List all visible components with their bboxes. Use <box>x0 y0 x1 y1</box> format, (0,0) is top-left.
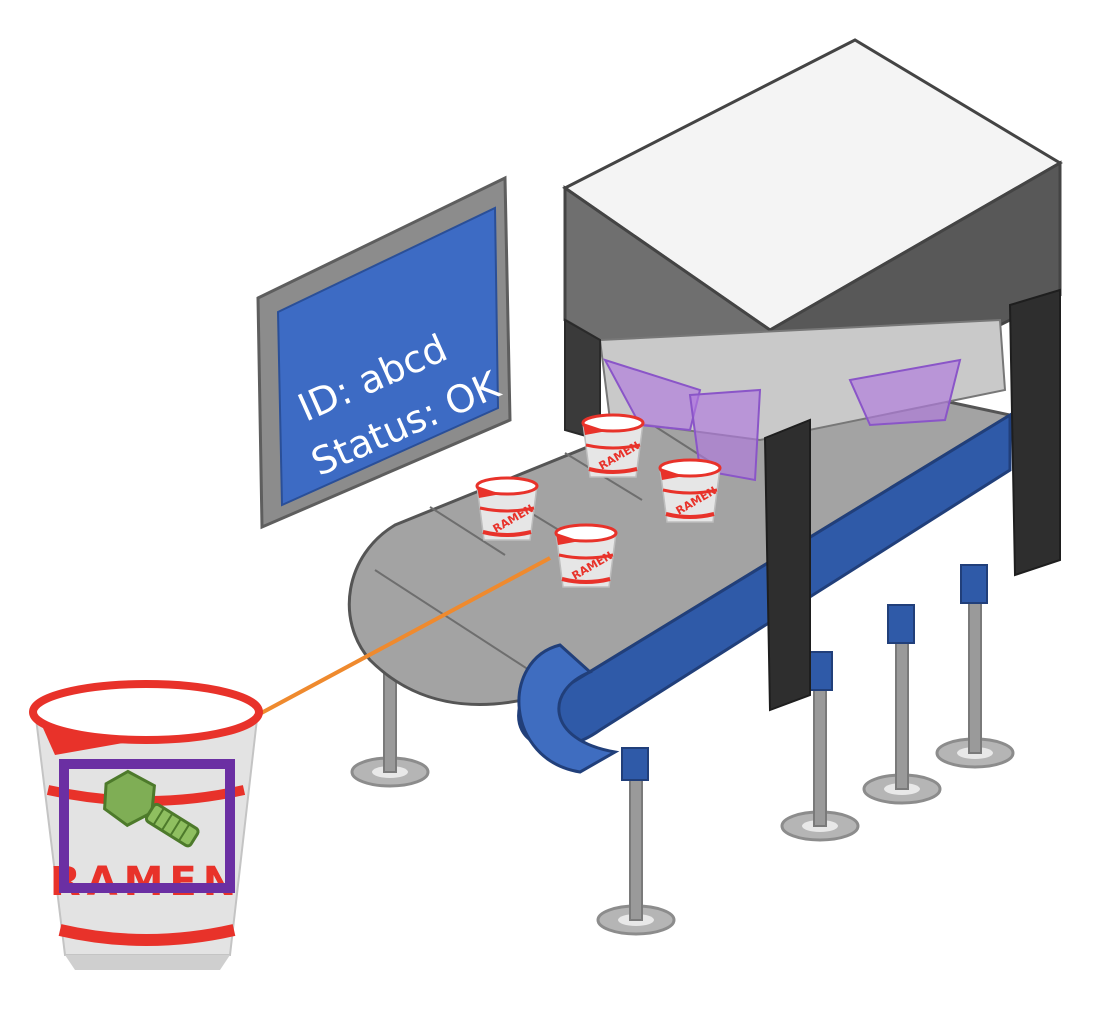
zoomed-cup: RAMEN <box>29 680 263 970</box>
callout-line <box>251 556 551 720</box>
ramen-cup-defective: RAMEN <box>554 523 618 589</box>
zoomed-cup-stripe-bottom <box>58 924 236 946</box>
display-screen <box>276 206 500 507</box>
ramen-cup: RAMEN <box>658 458 722 524</box>
scanner-pillar-front <box>763 418 811 712</box>
leg-back-middle <box>862 604 942 805</box>
zoomed-cup-label: RAMEN <box>50 859 242 905</box>
bolt-icon <box>103 769 200 848</box>
scan-light-2 <box>688 388 762 482</box>
leg-front-right <box>596 747 676 936</box>
scanner-housing <box>562 38 1063 712</box>
detection-bounding-box <box>59 759 235 893</box>
scan-light-3 <box>848 358 962 427</box>
belt-end-roller <box>517 643 620 774</box>
leg-back-right <box>935 564 1015 769</box>
cups-on-belt: RAMEN RAMEN RAMEN RAMEN <box>475 413 722 589</box>
zoomed-cup-rim <box>29 680 263 744</box>
status-display: ID: abcd Status: OK <box>256 175 512 530</box>
conveyor-legs <box>350 564 1015 936</box>
ramen-cup: RAMEN <box>475 476 539 542</box>
leg-middle <box>780 651 860 842</box>
scanner-pillar-right <box>1008 288 1061 577</box>
ramen-cup: RAMEN <box>581 413 645 479</box>
scan-light-1 <box>602 358 702 432</box>
zoomed-cup-shadow <box>65 955 230 970</box>
